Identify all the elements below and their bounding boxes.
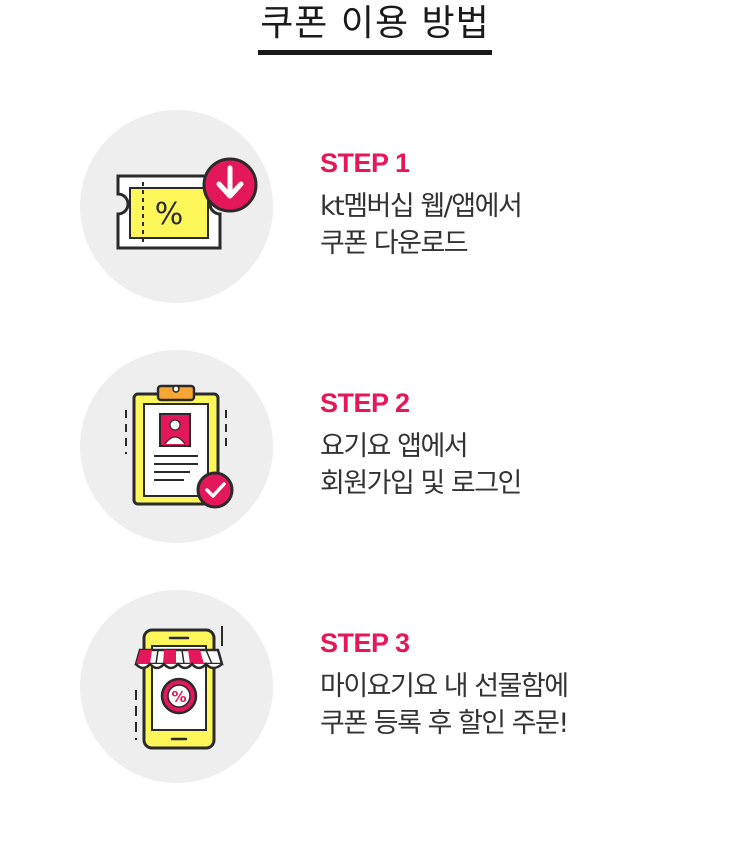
step-label: STEP 1 — [320, 148, 410, 178]
step-2-text: STEP 2 요기요 앱에서 회원가입 및 로그인 — [320, 388, 522, 502]
step-label: STEP 2 — [320, 388, 410, 418]
svg-text:%: % — [155, 197, 184, 232]
step-3-text: STEP 3 마이요기요 내 선물함에 쿠폰 등록 후 할인 주문! — [320, 628, 569, 742]
step-desc-line2: 쿠폰 다운로드 — [320, 228, 469, 259]
step-desc-line1: kt멤버십 웹/앱에서 — [320, 191, 523, 222]
step-desc-line1: 요기요 앱에서 — [320, 431, 469, 462]
page-title: 쿠폰 이용 방법 — [258, 2, 492, 55]
step-2: STEP 2 요기요 앱에서 회원가입 및 로그인 — [80, 350, 680, 545]
step-desc-line1: 마이요기요 내 선물함에 — [320, 671, 569, 702]
svg-text:%: % — [171, 688, 186, 706]
step-3-icon-circle: % — [80, 590, 273, 783]
step-1-text: STEP 1 kt멤버십 웹/앱에서 쿠폰 다운로드 — [320, 148, 523, 262]
step-desc-line2: 회원가입 및 로그인 — [320, 468, 522, 499]
step-1: % STEP 1 kt멤버십 웹/앱에서 쿠폰 다운로드 — [80, 110, 680, 305]
coupon-download-icon: % — [116, 157, 258, 250]
step-label: STEP 3 — [320, 628, 410, 658]
step-desc-line2: 쿠폰 등록 후 할인 주문! — [320, 708, 569, 739]
step-1-icon-circle: % — [80, 110, 273, 303]
clipboard-signup-icon — [125, 384, 234, 509]
step-3: % STEP 3 마이요기요 내 선물함에 쿠폰 등록 후 할인 주문! — [80, 590, 680, 785]
title-wrap: 쿠폰 이용 방법 — [0, 0, 750, 55]
step-2-icon-circle — [80, 350, 273, 543]
phone-store-discount-icon: % — [134, 626, 224, 750]
